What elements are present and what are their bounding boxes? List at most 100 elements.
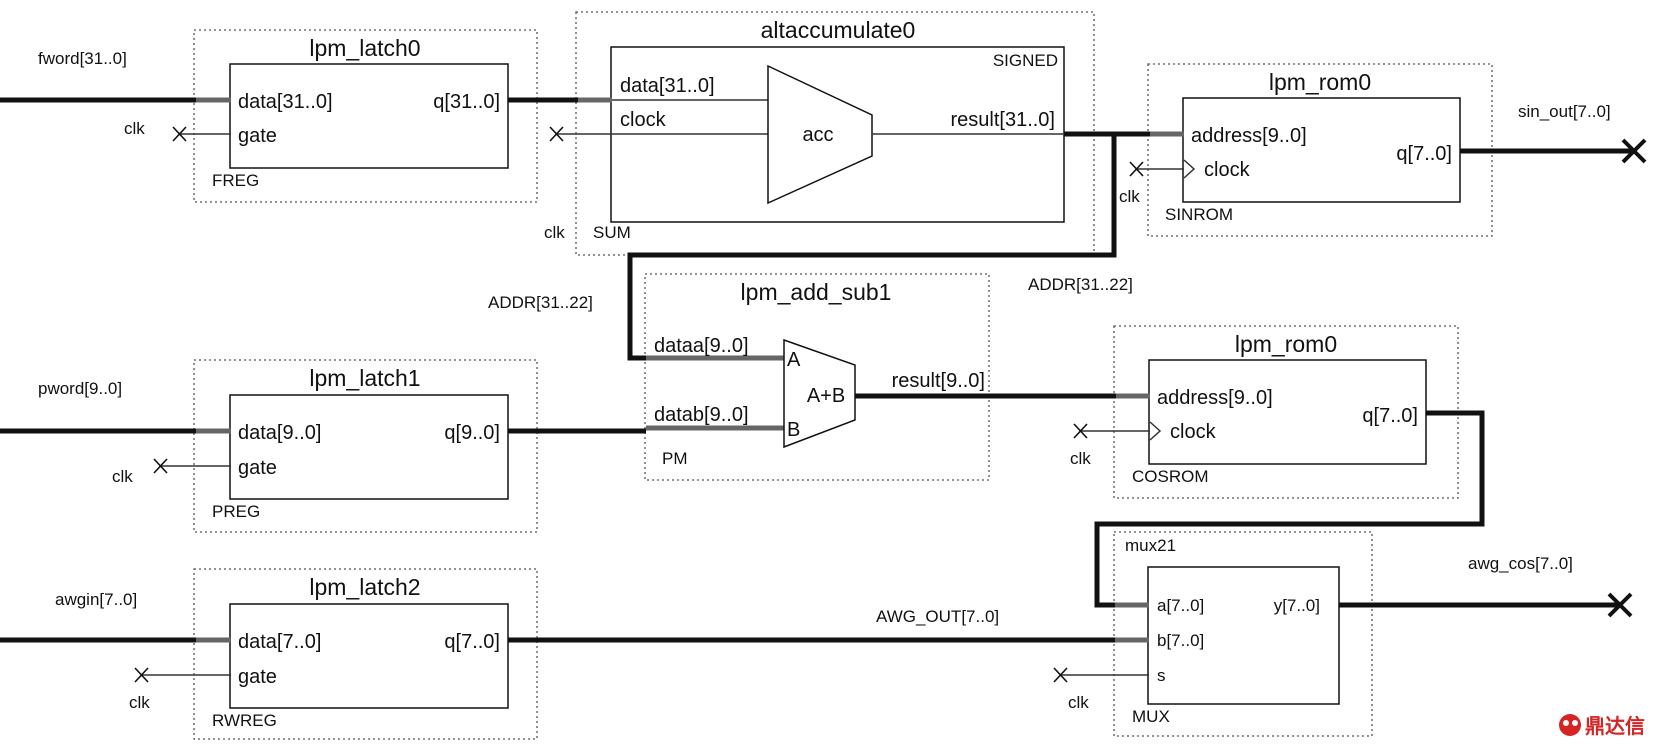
- latch0-body: [229, 63, 509, 169]
- logo-mark-icon: [1559, 714, 1581, 736]
- latch2-body: [229, 603, 509, 709]
- sinrom-q-port: q[7..0]: [1396, 143, 1452, 165]
- latch1-data-port: data[9..0]: [238, 422, 321, 444]
- cosrom-clock-triangle: [1149, 421, 1162, 441]
- acc-core-label: acc: [802, 124, 833, 146]
- cosrom-clock-port: clock: [1170, 421, 1217, 443]
- cosrom-clk-label: clk: [1070, 449, 1091, 468]
- latch2-clk-label: clk: [129, 693, 150, 712]
- awg-out-label: AWG_OUT[7..0]: [876, 607, 999, 626]
- latch0-q-port: q[31..0]: [433, 91, 500, 113]
- latch1-instance: PREG: [212, 502, 260, 521]
- block-lpm-latch0: lpm_latch0 data[31..0] gate q[31..0] FRE…: [180, 29, 538, 203]
- block-lpm-add-sub1: lpm_add_sub1 dataa[9..0] datab[9..0] A B…: [644, 273, 990, 481]
- signal-labels: fword[31..0] clk clk clk sin_out[7..0] A…: [38, 49, 1611, 712]
- addsub-instance: PM: [662, 449, 688, 468]
- awg-cos-label: awg_cos[7..0]: [1468, 554, 1573, 573]
- latch0-title: lpm_latch0: [309, 35, 420, 61]
- addr-right-label: ADDR[31..22]: [1028, 275, 1133, 294]
- sinrom-address-port: address[9..0]: [1191, 125, 1307, 147]
- mux-y-port: y[7..0]: [1274, 596, 1320, 615]
- cosrom-body: [1148, 359, 1427, 465]
- latch0-frame: [193, 29, 538, 203]
- acc-result-port: result[31..0]: [950, 109, 1055, 131]
- cosrom-q-port: q[7..0]: [1362, 405, 1418, 427]
- acc-clk-label: clk: [544, 223, 565, 242]
- latch1-frame: [193, 359, 538, 533]
- latch2-frame: [193, 568, 538, 740]
- latch1-body: [229, 394, 509, 500]
- block-cosrom: lpm_rom0 address[9..0] clock q[7..0] COS…: [1080, 325, 1459, 499]
- cosrom-to-mux-bus: [1094, 410, 1485, 608]
- awgin-label: awgin[7..0]: [55, 590, 137, 609]
- awg-cos-terminal-x: [1607, 592, 1633, 618]
- cosrom-clock-x: [1073, 423, 1088, 439]
- block-sinrom: lpm_rom0 address[9..0] clock q[7..0] SIN…: [1136, 63, 1493, 237]
- mux-a-port: a[7..0]: [1157, 596, 1204, 615]
- addsub-title: lpm_add_sub1: [741, 279, 892, 305]
- latch0-clk-label: clk: [124, 119, 145, 138]
- cosrom-instance: COSROM: [1132, 467, 1209, 486]
- block-mux21: mux21 a[7..0] b[7..0] s y[7..0] MUX: [1060, 531, 1373, 737]
- sinrom-clock-x: [1129, 161, 1144, 177]
- acc-instance: SUM: [593, 223, 631, 242]
- mux-title: mux21: [1125, 536, 1176, 555]
- latch2-q-port: q[7..0]: [444, 631, 500, 653]
- latch0-instance: FREG: [212, 171, 259, 190]
- latch2-instance: RWREG: [212, 711, 277, 730]
- sinrom-title: lpm_rom0: [1269, 69, 1371, 95]
- latch1-q-port: q[9..0]: [444, 422, 500, 444]
- sinrom-body: [1182, 97, 1461, 203]
- addr-left-label: ADDR[31..22]: [488, 293, 593, 312]
- acc-symbol: [767, 64, 873, 205]
- latch0-data-port: data[31..0]: [238, 91, 333, 113]
- sinrom-clock-triangle: [1183, 159, 1196, 179]
- acc-data-port: data[31..0]: [620, 75, 715, 97]
- addsub-b-pin: B: [787, 419, 800, 441]
- block-lpm-latch1: lpm_latch1 data[9..0] gate q[9..0] PREG: [160, 359, 538, 533]
- acc-title: altaccumulate0: [761, 17, 916, 43]
- sin-out-terminal-x: [1621, 138, 1647, 164]
- acc-clock-x: [549, 126, 564, 142]
- latch1-gate-x: [153, 458, 168, 474]
- cosrom-title: lpm_rom0: [1235, 331, 1337, 357]
- watermark-logo: 鼎达信: [1559, 714, 1645, 738]
- block-altaccumulate0: altaccumulate0 SIGNED data[31..0] clock …: [556, 11, 1095, 256]
- addr-feedback-bus: [627, 134, 1117, 361]
- latch2-title: lpm_latch2: [309, 574, 420, 600]
- addsub-symbol: [783, 338, 856, 449]
- acc-clock-port: clock: [620, 109, 667, 131]
- latch2-data-port: data[7..0]: [238, 631, 321, 653]
- pword-label: pword[9..0]: [38, 379, 122, 398]
- sin-out-label: sin_out[7..0]: [1518, 102, 1611, 121]
- sinrom-instance: SINROM: [1165, 205, 1233, 224]
- addsub-datab-port: datab[9..0]: [654, 404, 749, 426]
- latch1-title: lpm_latch1: [309, 365, 420, 391]
- addsub-a-pin: A: [787, 349, 801, 371]
- cosrom-address-port: address[9..0]: [1157, 387, 1273, 409]
- latch0-gate-x: [172, 126, 187, 142]
- mux-b-port: b[7..0]: [1157, 631, 1204, 650]
- mux-frame: [1113, 531, 1373, 737]
- mux-body: [1147, 566, 1340, 705]
- x-marks: [134, 126, 1647, 683]
- bus-wires: [0, 97, 1634, 643]
- latch1-gate-port: gate: [238, 457, 277, 479]
- sinrom-clk-label: clk: [1119, 187, 1140, 206]
- mux-s-x: [1053, 667, 1068, 683]
- latch2-gate-port: gate: [238, 666, 277, 688]
- latch1-clk-label: clk: [112, 467, 133, 486]
- addsub-core-label: A+B: [807, 385, 845, 407]
- mux-instance: MUX: [1132, 707, 1170, 726]
- sinrom-clock-port: clock: [1204, 159, 1251, 181]
- block-lpm-latch2: lpm_latch2 data[7..0] gate q[7..0] RWREG: [142, 568, 538, 740]
- logo-text: 鼎达信: [1585, 714, 1645, 738]
- addsub-dataa-port: dataa[9..0]: [654, 335, 749, 357]
- latch2-gate-x: [134, 667, 149, 683]
- mux-clk-label: clk: [1068, 693, 1089, 712]
- latch0-gate-port: gate: [238, 125, 277, 147]
- addsub-frame: [644, 273, 990, 481]
- fword-label: fword[31..0]: [38, 49, 127, 68]
- addsub-result-port: result[9..0]: [892, 370, 985, 392]
